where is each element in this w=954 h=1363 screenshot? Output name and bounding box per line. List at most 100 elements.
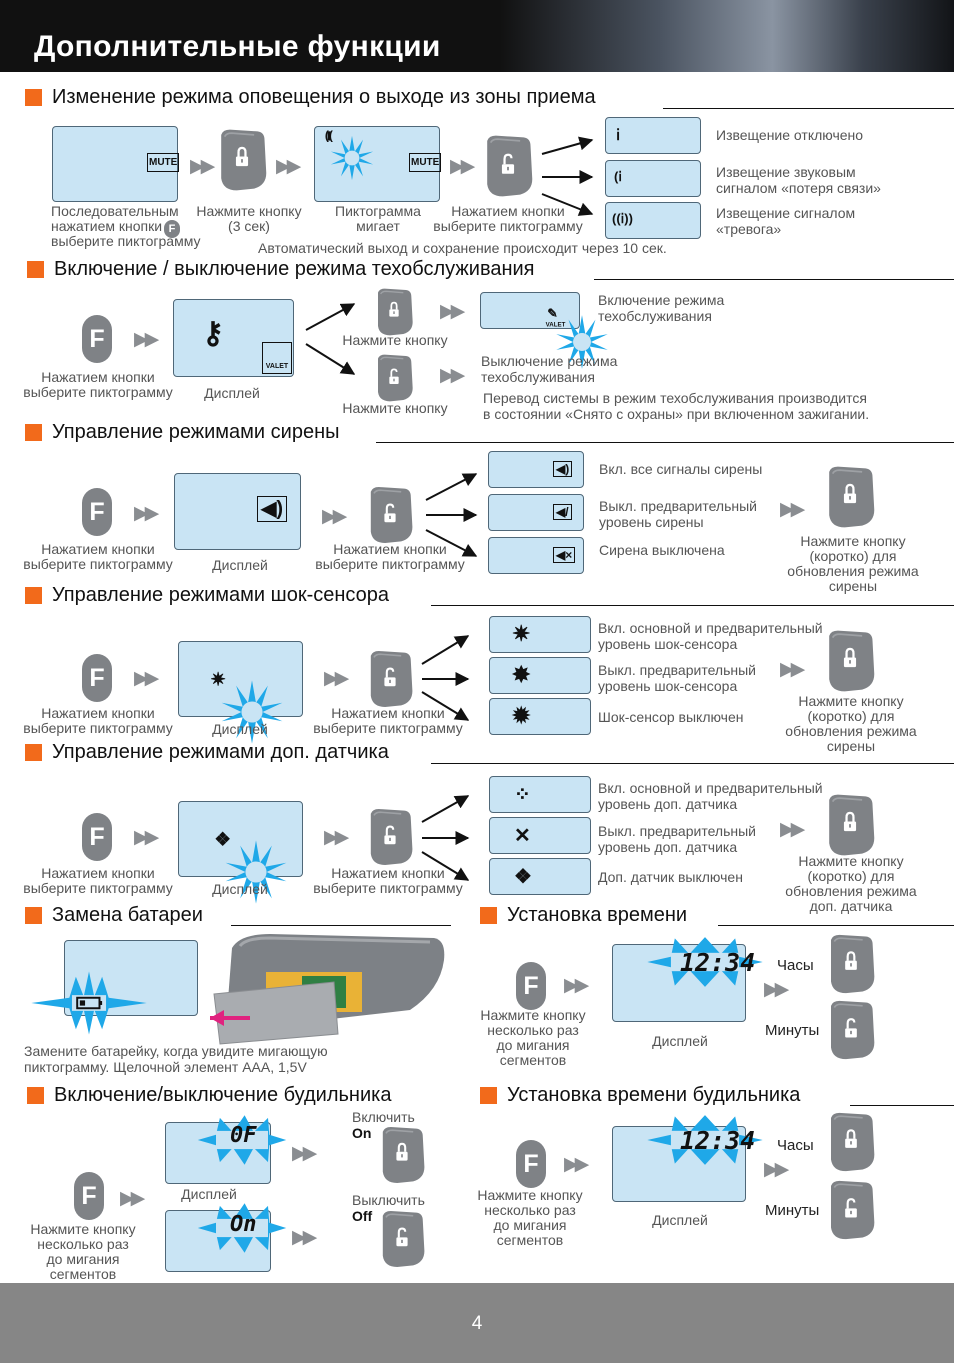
- caption: Нажатием кнопки выберите пиктограмму: [23, 541, 173, 572]
- flashing-battery-icon: [31, 971, 147, 1035]
- option-text: Доп. датчик выключен: [598, 869, 743, 885]
- caption: Нажмите кнопку несколько раз до мигания …: [30, 1221, 136, 1282]
- lcd-small: ✹: [489, 698, 591, 735]
- lock-button-icon[interactable]: [374, 286, 414, 338]
- unlock-button-icon[interactable]: [826, 998, 876, 1062]
- caption: Дисплей: [652, 1033, 708, 1049]
- lock-button-icon[interactable]: [824, 792, 876, 858]
- f-button-icon[interactable]: F: [516, 962, 546, 1010]
- valet-off-text: Выключение режима техобслуживания: [481, 353, 618, 385]
- battery-caption: Замените батарейку, когда увидите мигающ…: [24, 1043, 328, 1075]
- branch-arrows: [305, 303, 356, 375]
- lock-button-icon[interactable]: [216, 126, 268, 194]
- section-rule: [231, 925, 451, 926]
- section-title-valet: Включение / выключение режима техобслужи…: [27, 258, 535, 281]
- double-arrow-icon: ▶▶: [764, 1159, 789, 1180]
- mute-icon: MUTE: [147, 153, 180, 172]
- minutes-label: Минуты: [765, 1022, 820, 1039]
- option-text: Выкл. предварительный уровень сирены: [599, 498, 757, 530]
- unlock-button-icon[interactable]: [366, 648, 414, 710]
- caption: Дисплей: [212, 557, 268, 573]
- f-button-icon[interactable]: F: [516, 1140, 546, 1188]
- lock-button-icon[interactable]: [824, 464, 876, 530]
- double-arrow-icon: ▶▶: [764, 979, 789, 1000]
- page-header: Дополнительные функции: [0, 0, 954, 72]
- svg-text:✷: ✷: [210, 669, 225, 690]
- svg-text:VALET: VALET: [546, 321, 566, 328]
- double-arrow-icon: ▶▶: [780, 499, 805, 520]
- lcd-display: [178, 641, 303, 717]
- caption: Нажмите кнопку несколько раз до мигания …: [477, 1187, 583, 1248]
- lcd-small: ◀/: [488, 494, 584, 531]
- shock-full-icon: ✷: [512, 621, 531, 646]
- sensor-off-icon: ❖: [514, 866, 532, 888]
- valet-on-text: Включение режима техобслуживания: [598, 292, 725, 324]
- double-arrow-icon: ▶▶: [450, 156, 475, 177]
- minutes-label: Минуты: [765, 1202, 820, 1219]
- page-footer: [0, 1283, 954, 1363]
- double-arrow-icon: ▶▶: [322, 506, 347, 527]
- lock-button-icon[interactable]: [824, 628, 876, 694]
- double-arrow-icon: ▶▶: [120, 1188, 145, 1209]
- flashing-alarm-time-icon: [647, 1115, 763, 1165]
- section-rule: [431, 605, 954, 606]
- lock-button-icon[interactable]: [378, 1124, 426, 1186]
- section-title-notification: Изменение режима оповещения о выходе из …: [25, 86, 596, 109]
- enable-value: On: [352, 1125, 372, 1141]
- flashing-valet-icon: ✎VALET: [546, 306, 582, 342]
- double-arrow-icon: ▶▶: [134, 827, 159, 848]
- antenna-alarm-icon: ((ⅰ)): [612, 211, 633, 226]
- unlock-button-icon[interactable]: [366, 484, 414, 546]
- f-button-icon[interactable]: F: [82, 654, 112, 702]
- option-text: Извещение отключено: [716, 127, 864, 143]
- lcd-display: MUTE: [314, 126, 442, 202]
- lcd-display: ⚷ VALET: [173, 299, 294, 377]
- double-arrow-icon: ▶▶: [780, 819, 805, 840]
- caption: Нажмите кнопку (коротко) для обновления …: [785, 853, 917, 914]
- unlock-button-icon[interactable]: [482, 132, 534, 200]
- f-button-icon[interactable]: F: [82, 315, 112, 363]
- lcd-small: [480, 292, 580, 329]
- section-rule: [594, 279, 954, 280]
- section-title-battery: Замена батареи: [25, 904, 203, 927]
- double-arrow-icon: ▶▶: [134, 329, 159, 350]
- branch-arrows: [425, 473, 478, 557]
- section-title-alarm-toggle: Включение/выключение будильника: [27, 1084, 391, 1107]
- option-text: Вкл. основной и предварительный уровень …: [598, 620, 823, 652]
- branch-arrows: [421, 795, 470, 881]
- siren-off-icon: ◀×: [553, 547, 576, 563]
- lcd-small: (ⅰ: [605, 160, 701, 197]
- unlock-button-icon[interactable]: [374, 352, 414, 404]
- shock-off-icon: ✹: [512, 703, 531, 728]
- unlock-button-icon[interactable]: [366, 806, 414, 868]
- caption: Нажатием кнопки выберите пиктограмму: [315, 541, 465, 572]
- double-arrow-icon: ▶▶: [564, 975, 589, 996]
- lcd-display: ◀): [174, 473, 301, 550]
- lcd-small: ⁘: [489, 776, 591, 813]
- lcd-small: ((ⅰ)): [605, 202, 701, 239]
- double-arrow-icon: ▶▶: [134, 503, 159, 524]
- section-title-time: Установка времени: [480, 904, 687, 927]
- caption: Дисплей: [212, 721, 268, 737]
- flashing-off-icon: [197, 1115, 287, 1165]
- alarm-on-segments: On: [230, 1212, 257, 1237]
- f-button-icon[interactable]: F: [82, 813, 112, 861]
- option-text: Выкл. предварительный уровень шок-сенсор…: [598, 662, 756, 694]
- caption: Нажмите кнопку несколько раз до мигания …: [480, 1007, 586, 1068]
- option-text: Шок-сенсор выключен: [598, 709, 744, 725]
- branch-arrows: [421, 635, 470, 721]
- double-arrow-icon: ▶▶: [440, 301, 465, 322]
- lock-button-icon[interactable]: [826, 1110, 876, 1174]
- sensor-full-icon: ⁘: [514, 784, 531, 806]
- double-arrow-icon: ▶▶: [440, 365, 465, 386]
- double-arrow-icon: ▶▶: [190, 156, 215, 177]
- shock-main-icon: ✸: [512, 662, 531, 687]
- f-button-icon[interactable]: F: [74, 1172, 104, 1220]
- caption: Нажмите кнопку: [342, 332, 448, 348]
- lcd-display: MUTE: [52, 126, 180, 202]
- unlock-button-icon[interactable]: [378, 1208, 426, 1270]
- f-button-icon[interactable]: F: [82, 488, 112, 536]
- lock-button-icon[interactable]: [826, 932, 876, 996]
- note-text: Перевод системы в режим техобслуживания …: [483, 390, 870, 422]
- unlock-button-icon[interactable]: [826, 1178, 876, 1242]
